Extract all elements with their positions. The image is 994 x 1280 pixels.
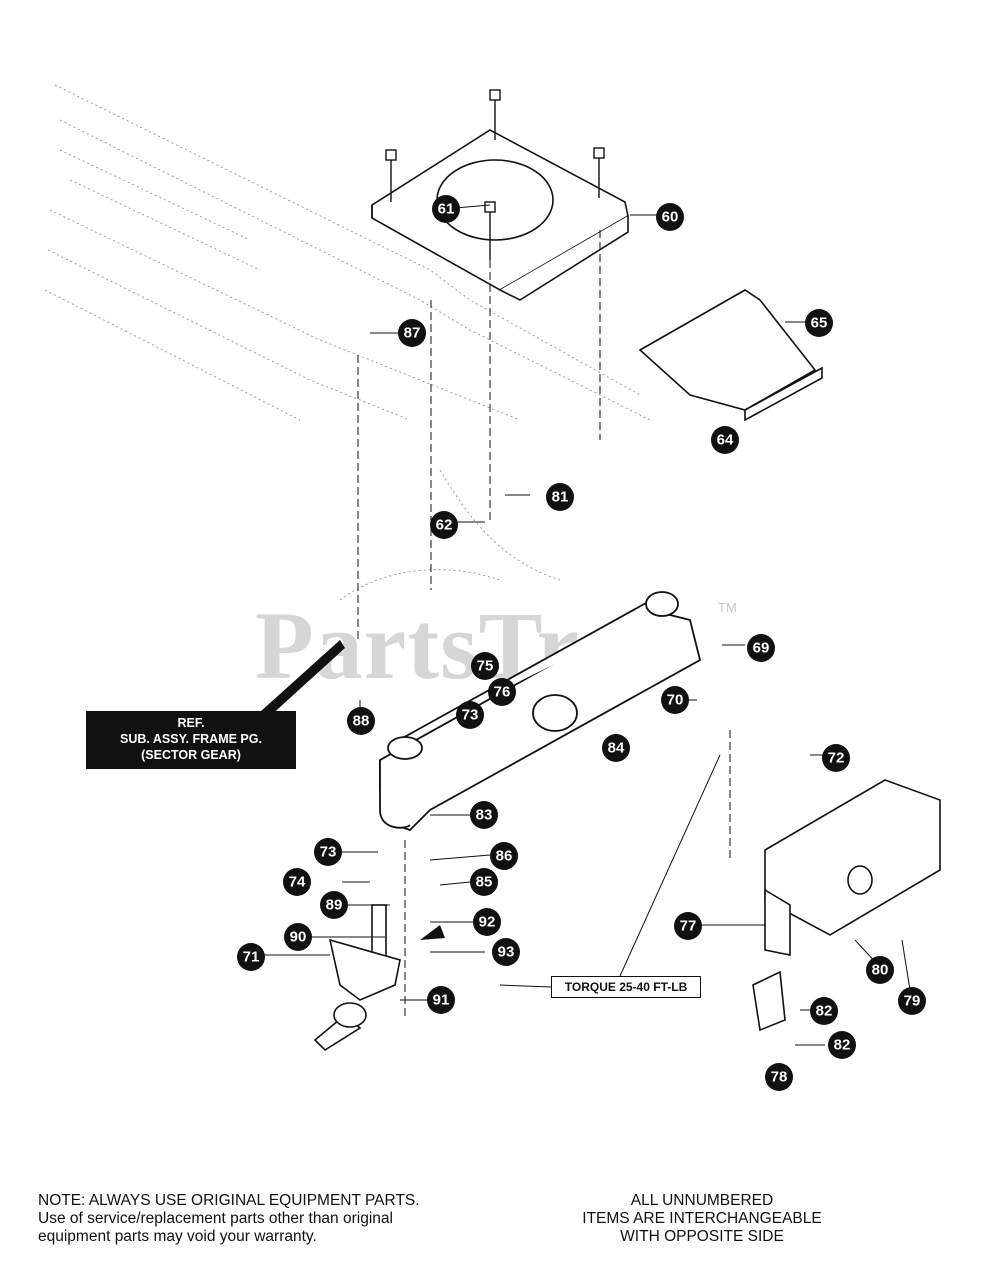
svg-text:77: 77 xyxy=(680,918,697,935)
callout-84: 84 xyxy=(602,734,630,762)
torque-pointer xyxy=(420,925,445,940)
callout-82-b: 82 xyxy=(828,1031,856,1059)
callout-73-b: 73 xyxy=(314,838,342,866)
callout-93: 93 xyxy=(492,938,520,966)
callout-60: 60 xyxy=(656,203,684,231)
callout-85: 85 xyxy=(470,868,498,896)
callout-79: 79 xyxy=(898,987,926,1015)
svg-text:74: 74 xyxy=(289,874,306,891)
svg-text:84: 84 xyxy=(608,740,625,757)
ref-line-1: REF. xyxy=(177,716,205,730)
interchangeable-note: ALL UNNUMBERED ITEMS ARE INTERCHANGEABLE… xyxy=(556,1192,848,1246)
side-note-line-1: ALL UNNUMBERED xyxy=(630,1192,774,1209)
svg-text:64: 64 xyxy=(717,432,734,449)
ghost-frame xyxy=(44,84,651,601)
svg-text:92: 92 xyxy=(479,914,496,931)
svg-text:75: 75 xyxy=(477,658,494,675)
alignment-lines xyxy=(357,230,731,1020)
mounting-plate xyxy=(371,129,629,301)
watermark-tm: TM xyxy=(718,600,737,615)
svg-text:86: 86 xyxy=(496,848,513,865)
callout-71: 71 xyxy=(237,943,265,971)
callout-64: 64 xyxy=(711,426,739,454)
callout-87: 87 xyxy=(398,319,426,347)
note-line-3: equipment parts may void your warranty. xyxy=(38,1228,317,1245)
warranty-note: NOTE: ALWAYS USE ORIGINAL EQUIPMENT PART… xyxy=(38,1192,508,1246)
svg-text:90: 90 xyxy=(290,929,307,946)
svg-text:85: 85 xyxy=(476,874,493,891)
note-line-1: NOTE: ALWAYS USE ORIGINAL EQUIPMENT PART… xyxy=(38,1192,420,1209)
callouts: 60 61 62 64 65 69 70 71 72 73 73 74 75 7… xyxy=(237,195,926,1091)
svg-text:93: 93 xyxy=(498,944,515,961)
callout-90: 90 xyxy=(284,923,312,951)
callout-74: 74 xyxy=(283,868,311,896)
torque-label: TORQUE 25-40 FT-LB xyxy=(551,976,701,998)
svg-text:61: 61 xyxy=(438,201,455,218)
ref-line-3: (SECTOR GEAR) xyxy=(141,748,241,762)
callout-70: 70 xyxy=(661,686,689,714)
callout-62: 62 xyxy=(430,511,458,539)
svg-text:82: 82 xyxy=(834,1037,851,1054)
callout-88: 88 xyxy=(347,707,375,735)
callout-91: 91 xyxy=(427,986,455,1014)
svg-text:71: 71 xyxy=(243,949,260,966)
svg-text:72: 72 xyxy=(828,750,845,767)
callout-81: 81 xyxy=(546,483,574,511)
svg-text:87: 87 xyxy=(404,325,421,342)
side-note-line-2: ITEMS ARE INTERCHANGEABLE xyxy=(582,1210,822,1227)
callout-69: 69 xyxy=(747,634,775,662)
svg-text:60: 60 xyxy=(662,209,679,226)
callout-86: 86 xyxy=(490,842,518,870)
callout-92: 92 xyxy=(473,908,501,936)
callout-76: 76 xyxy=(488,678,516,706)
svg-text:62: 62 xyxy=(436,517,453,534)
svg-text:78: 78 xyxy=(771,1069,788,1086)
callout-61: 61 xyxy=(432,195,460,223)
callout-83: 83 xyxy=(470,801,498,829)
callout-73-a: 73 xyxy=(456,701,484,729)
note-line-2: Use of service/replacement parts other t… xyxy=(38,1210,393,1227)
svg-text:70: 70 xyxy=(667,692,684,709)
svg-text:65: 65 xyxy=(811,315,828,332)
svg-text:82: 82 xyxy=(816,1003,833,1020)
callout-82-a: 82 xyxy=(810,997,838,1025)
svg-text:79: 79 xyxy=(904,993,921,1010)
svg-text:76: 76 xyxy=(494,684,511,701)
callout-77: 77 xyxy=(674,912,702,940)
side-note-line-3: WITH OPPOSITE SIDE xyxy=(620,1228,784,1245)
reference-label: REF. SUB. ASSY. FRAME PG. (SECTOR GEAR) xyxy=(86,711,296,769)
callout-89: 89 xyxy=(320,891,348,919)
svg-text:69: 69 xyxy=(753,640,770,657)
svg-text:73: 73 xyxy=(320,844,337,861)
svg-text:73: 73 xyxy=(462,707,479,724)
svg-text:89: 89 xyxy=(326,897,343,914)
ref-line-2: SUB. ASSY. FRAME PG. xyxy=(120,732,262,746)
callout-75: 75 xyxy=(471,652,499,680)
bracket-plate xyxy=(638,289,823,422)
callout-80: 80 xyxy=(866,956,894,984)
svg-text:88: 88 xyxy=(353,713,370,730)
spindle xyxy=(313,904,401,1052)
svg-text:81: 81 xyxy=(552,489,569,506)
svg-text:91: 91 xyxy=(433,992,450,1009)
callout-78: 78 xyxy=(765,1063,793,1091)
svg-text:83: 83 xyxy=(476,807,493,824)
callout-65: 65 xyxy=(805,309,833,337)
callout-72: 72 xyxy=(822,744,850,772)
svg-text:80: 80 xyxy=(872,962,889,979)
plate-bolts xyxy=(385,89,605,260)
ref-pointer xyxy=(260,640,345,718)
side-bracket xyxy=(752,779,941,1032)
